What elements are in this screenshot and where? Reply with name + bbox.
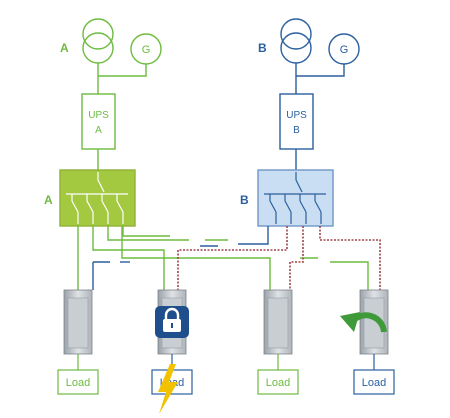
transformer-a-icon bbox=[82, 18, 114, 64]
load-cabinet-3 bbox=[263, 289, 293, 355]
load-cabinet-1 bbox=[63, 289, 93, 355]
load-label-3: Load bbox=[266, 377, 290, 389]
switchboard-b-breakers bbox=[264, 172, 326, 224]
generator-a-label: G bbox=[142, 44, 151, 56]
source-b-label: B bbox=[258, 41, 267, 55]
load-box-1: Load bbox=[57, 369, 99, 395]
ups-b-box bbox=[279, 93, 314, 150]
switchboard-a-breakers bbox=[66, 172, 128, 224]
switchboard-b-label: B bbox=[240, 193, 249, 207]
ups-a-label-1: UPS bbox=[88, 110, 109, 121]
lightning-bolt-icon bbox=[158, 364, 178, 414]
load-box-3: Load bbox=[257, 369, 299, 395]
source-a-group: A G UPS A A bbox=[44, 18, 369, 290]
rotate-arrow-icon bbox=[340, 312, 387, 333]
generator-b-label: G bbox=[340, 44, 349, 56]
ups-b-label-1: UPS bbox=[286, 110, 307, 121]
source-b-group: B G UPS B B bbox=[92, 18, 360, 290]
switchboard-a-label: A bbox=[44, 193, 53, 207]
red-cable-routes bbox=[177, 226, 381, 290]
ups-a-label-2: A bbox=[95, 125, 102, 136]
load-label-1: Load bbox=[66, 377, 90, 389]
load-box-4: Load bbox=[353, 369, 395, 395]
load-label-4: Load bbox=[362, 377, 386, 389]
source-a-label: A bbox=[60, 41, 69, 55]
ups-b-label-2: B bbox=[293, 125, 300, 136]
padlock-icon bbox=[155, 306, 189, 338]
ups-a-box bbox=[81, 93, 116, 150]
transformer-b-icon bbox=[280, 18, 312, 64]
load-cabinet-4 bbox=[359, 289, 389, 355]
